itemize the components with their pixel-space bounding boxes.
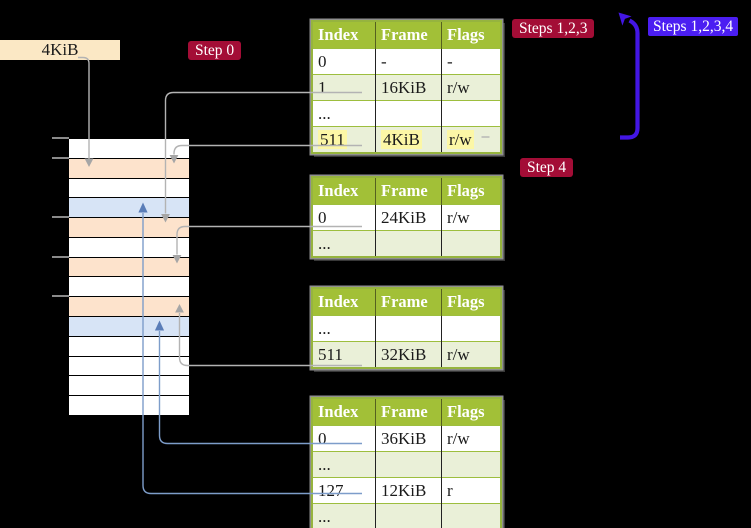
column-header: Frame — [375, 177, 442, 205]
page-table-cell: 0 — [312, 204, 376, 231]
column-header: Frame — [375, 21, 442, 49]
page-table-cell: 1 — [312, 74, 376, 101]
memory-frame-row-empty — [69, 335, 189, 356]
page-table-cell — [441, 451, 501, 478]
highlighted-value: r/w — [447, 129, 474, 149]
page-table-cell — [375, 451, 442, 478]
page-table-cell: 0 — [312, 48, 376, 75]
page-table-cell: r/w — [441, 74, 501, 101]
page-table-cell: 127 — [312, 477, 376, 504]
column-header: Flags — [441, 288, 501, 316]
badge-step-4: Step 4 — [520, 158, 574, 177]
page-table-row: ... — [312, 503, 501, 528]
page-table-cell: 0 — [312, 425, 376, 452]
page-table-cell: ... — [312, 503, 376, 528]
page-table-cell: - — [441, 48, 501, 75]
page-table-cell: ... — [312, 100, 376, 127]
page-table-cell: 36KiB — [375, 425, 442, 452]
memory-stack — [69, 138, 189, 416]
page-table-cell: 24KiB — [375, 204, 442, 231]
column-header: Flags — [441, 21, 501, 49]
page-table-cell: r — [441, 477, 501, 504]
frame-size-label: 4KiB — [0, 40, 120, 60]
page-table-cell: 16KiB — [375, 74, 442, 101]
page-table-row: 0-- — [312, 48, 501, 75]
page-table-row: ... — [312, 451, 501, 478]
memory-frame-row-empty — [69, 355, 189, 376]
steps-1-2-3-4-arrowhead — [618, 12, 632, 26]
column-header: Index — [312, 398, 376, 426]
page-table-cell: - — [375, 48, 442, 75]
memory-frame-row-page-table — [69, 217, 189, 237]
column-header: Flags — [441, 177, 501, 205]
highlighted-value: 4KiB — [381, 129, 422, 149]
page-table-row: ... — [312, 230, 501, 257]
page-table-cell: ... — [312, 451, 376, 478]
page-table-cell: ... — [312, 230, 376, 257]
page-table-cell — [375, 100, 442, 127]
page-table-cell: r/w — [441, 425, 501, 452]
page-table-cell: ... — [312, 315, 376, 342]
page-table-cell: 511 — [312, 126, 376, 153]
column-header: Flags — [441, 398, 501, 426]
page-table-cell: 32KiB — [375, 341, 442, 368]
badge-step-0: Step 0 — [188, 41, 242, 60]
page-table-cell: r/w — [441, 341, 501, 368]
page-table-row: ... — [312, 315, 501, 342]
page-table-cell — [375, 503, 442, 528]
page-table-cell: r/w — [441, 126, 501, 153]
column-header: Frame — [375, 398, 442, 426]
page-table-cell: 4KiB — [375, 126, 442, 153]
column-header: Index — [312, 177, 376, 205]
page-table-cell — [441, 315, 501, 342]
page-table-cell — [375, 315, 442, 342]
page-table-cell — [441, 100, 501, 127]
column-header: Index — [312, 21, 376, 49]
highlighted-value: 511 — [318, 129, 347, 149]
page-table-row: 511 4KiB r/w — [312, 126, 501, 153]
page-table-cell: 12KiB — [375, 477, 442, 504]
memory-frame-row-page-table — [69, 157, 189, 178]
memory-frame-row-mapped-page — [69, 197, 189, 218]
memory-frame-row-empty — [69, 138, 189, 158]
column-header: Frame — [375, 288, 442, 316]
page-table-row: ... — [312, 100, 501, 127]
page-table-cell — [441, 503, 501, 528]
memory-frame-row-empty — [69, 236, 189, 257]
page-table-cell — [441, 230, 501, 257]
badge-steps-1-2-3-4: Steps 1,2,3,4 — [648, 17, 739, 36]
memory-frame-row-empty — [69, 395, 189, 415]
badge-steps-1-2-3: Steps 1,2,3 — [512, 19, 595, 38]
page-table-cell: r/w — [441, 204, 501, 231]
memory-frame-row-page-table — [69, 296, 189, 317]
memory-frame-row-empty — [69, 375, 189, 396]
memory-frame-row-page-table — [69, 256, 189, 277]
memory-frame-row-empty — [69, 276, 189, 297]
memory-frame-row-mapped-page — [69, 316, 189, 336]
steps-1-2-3-4-arrow — [620, 18, 640, 140]
column-header: Index — [312, 288, 376, 316]
memory-frame-row-empty — [69, 177, 189, 198]
page-table-cell — [375, 230, 442, 257]
page-table-cell: 511 — [312, 341, 376, 368]
